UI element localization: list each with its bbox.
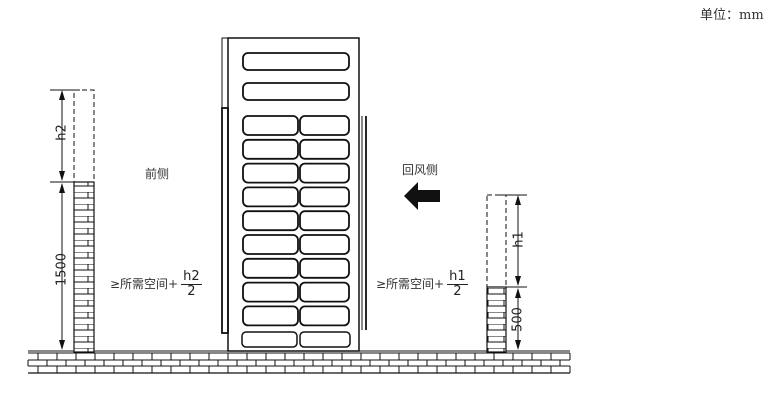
- right-extra-height-label: h1: [511, 231, 527, 248]
- left-extra-height-label: h2: [54, 124, 70, 141]
- right-wall: [486, 194, 527, 353]
- numerator: h1: [447, 269, 468, 285]
- left-wall: [50, 89, 95, 353]
- numerator: h2: [181, 269, 202, 285]
- clearance-text: ≥所需空间+: [376, 277, 445, 291]
- unit-label: 单位：mm: [700, 8, 764, 23]
- ground-slab: [27, 350, 571, 374]
- denominator: 2: [453, 284, 462, 299]
- return-air-side-label: 回风侧: [402, 163, 439, 177]
- right-wall-height-label: 500: [510, 307, 526, 332]
- arrow-left-icon: [404, 182, 440, 210]
- outdoor-unit: [221, 37, 367, 352]
- left-wall-height-label: 1500: [54, 252, 70, 287]
- clearance-text: ≥所需空间+: [110, 277, 179, 291]
- front-side-label: 前侧: [145, 167, 170, 181]
- denominator: 2: [187, 284, 196, 299]
